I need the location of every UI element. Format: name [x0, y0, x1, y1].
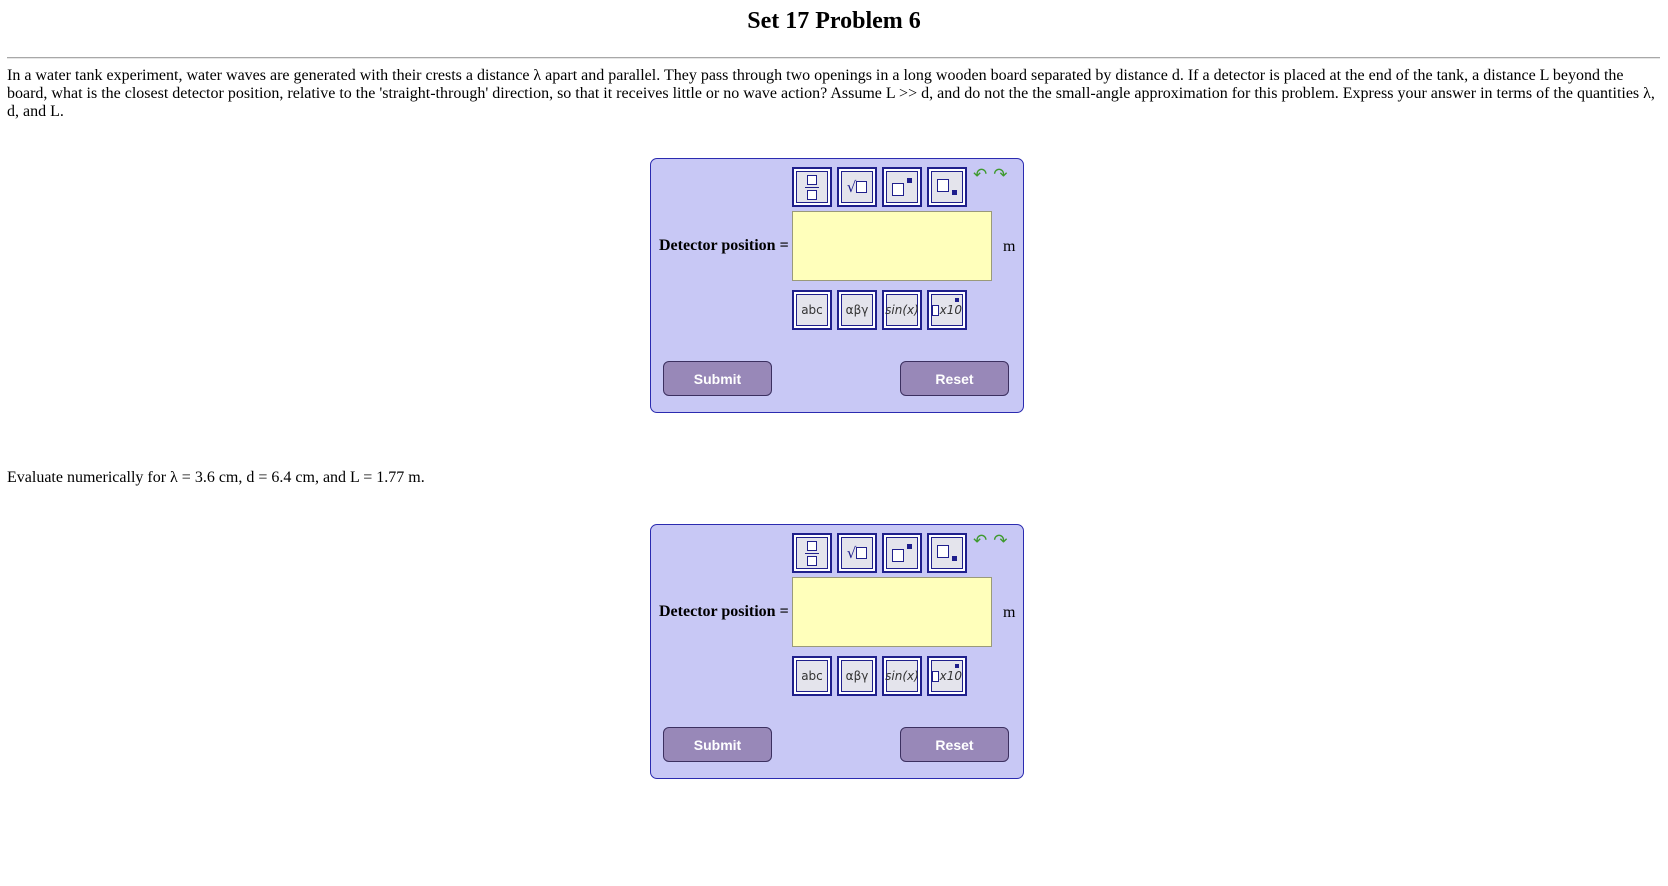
undo-redo-group: ↶ ↷ [973, 531, 1008, 551]
subscript-button[interactable] [927, 167, 967, 207]
answer-input[interactable] [792, 211, 992, 281]
scientific-notation-label: x10 [939, 669, 962, 683]
submit-button[interactable]: Submit [663, 727, 772, 762]
functions-label: sin(x) [885, 660, 919, 692]
answer-input[interactable] [792, 577, 992, 647]
reset-button[interactable]: Reset [900, 727, 1009, 762]
superscript-icon [892, 177, 912, 197]
reset-button[interactable]: Reset [900, 361, 1009, 396]
functions-button[interactable]: sin(x) [882, 290, 922, 330]
exponent-dot-icon [955, 298, 959, 302]
math-toolbar-top: √ [792, 533, 967, 573]
fraction-icon [805, 540, 819, 566]
superscript-icon [892, 543, 912, 563]
greek-letters-button[interactable]: αβγ [837, 290, 877, 330]
scientific-notation-label: x10 [939, 303, 962, 317]
functions-label: sin(x) [885, 294, 919, 326]
text-mode-button[interactable]: abc [792, 656, 832, 696]
text-mode-button[interactable]: abc [792, 290, 832, 330]
fraction-icon [805, 174, 819, 200]
fraction-button[interactable] [792, 167, 832, 207]
unit-label: m [1003, 238, 1016, 255]
subscript-button[interactable] [927, 533, 967, 573]
placeholder-box-icon [932, 304, 939, 316]
page-title: Set 17 Problem 6 [747, 8, 921, 34]
text-mode-label: abc [796, 294, 828, 326]
divider [7, 57, 1660, 59]
undo-icon[interactable]: ↶ [973, 531, 988, 551]
scientific-notation-button[interactable]: x10 [927, 656, 967, 696]
unit-label: m [1003, 604, 1016, 621]
detector-position-label: Detector position = [659, 237, 789, 254]
undo-redo-group: ↶ ↷ [973, 165, 1008, 185]
placeholder-box-icon [932, 670, 939, 682]
redo-icon[interactable]: ↷ [993, 165, 1008, 185]
scientific-notation-button[interactable]: x10 [927, 290, 967, 330]
redo-icon[interactable]: ↷ [993, 531, 1008, 551]
math-toolbar-top: √ [792, 167, 967, 207]
evaluate-prompt: Evaluate numerically for λ = 3.6 cm, d =… [7, 469, 425, 486]
superscript-button[interactable] [882, 533, 922, 573]
subscript-icon [937, 543, 957, 563]
answer-panel-symbolic: √ ↶ ↷ Detector position = m [650, 158, 1024, 413]
square-root-button[interactable]: √ [837, 533, 877, 573]
fraction-button[interactable] [792, 533, 832, 573]
detector-position-label: Detector position = [659, 603, 789, 620]
subscript-icon [937, 177, 957, 197]
greek-letters-label: αβγ [841, 660, 873, 692]
superscript-button[interactable] [882, 167, 922, 207]
square-root-icon: √ [847, 178, 868, 196]
answer-panel-numeric: √ ↶ ↷ Detector position = m [650, 524, 1024, 779]
math-toolbar-bottom: abc αβγ sin(x) x10 [792, 290, 967, 330]
submit-button[interactable]: Submit [663, 361, 772, 396]
math-toolbar-bottom: abc αβγ sin(x) x10 [792, 656, 967, 696]
undo-icon[interactable]: ↶ [973, 165, 988, 185]
greek-letters-button[interactable]: αβγ [837, 656, 877, 696]
exponent-dot-icon [955, 664, 959, 668]
square-root-icon: √ [847, 544, 868, 562]
greek-letters-label: αβγ [841, 294, 873, 326]
functions-button[interactable]: sin(x) [882, 656, 922, 696]
square-root-button[interactable]: √ [837, 167, 877, 207]
problem-statement: In a water tank experiment, water waves … [7, 67, 1655, 120]
text-mode-label: abc [796, 660, 828, 692]
